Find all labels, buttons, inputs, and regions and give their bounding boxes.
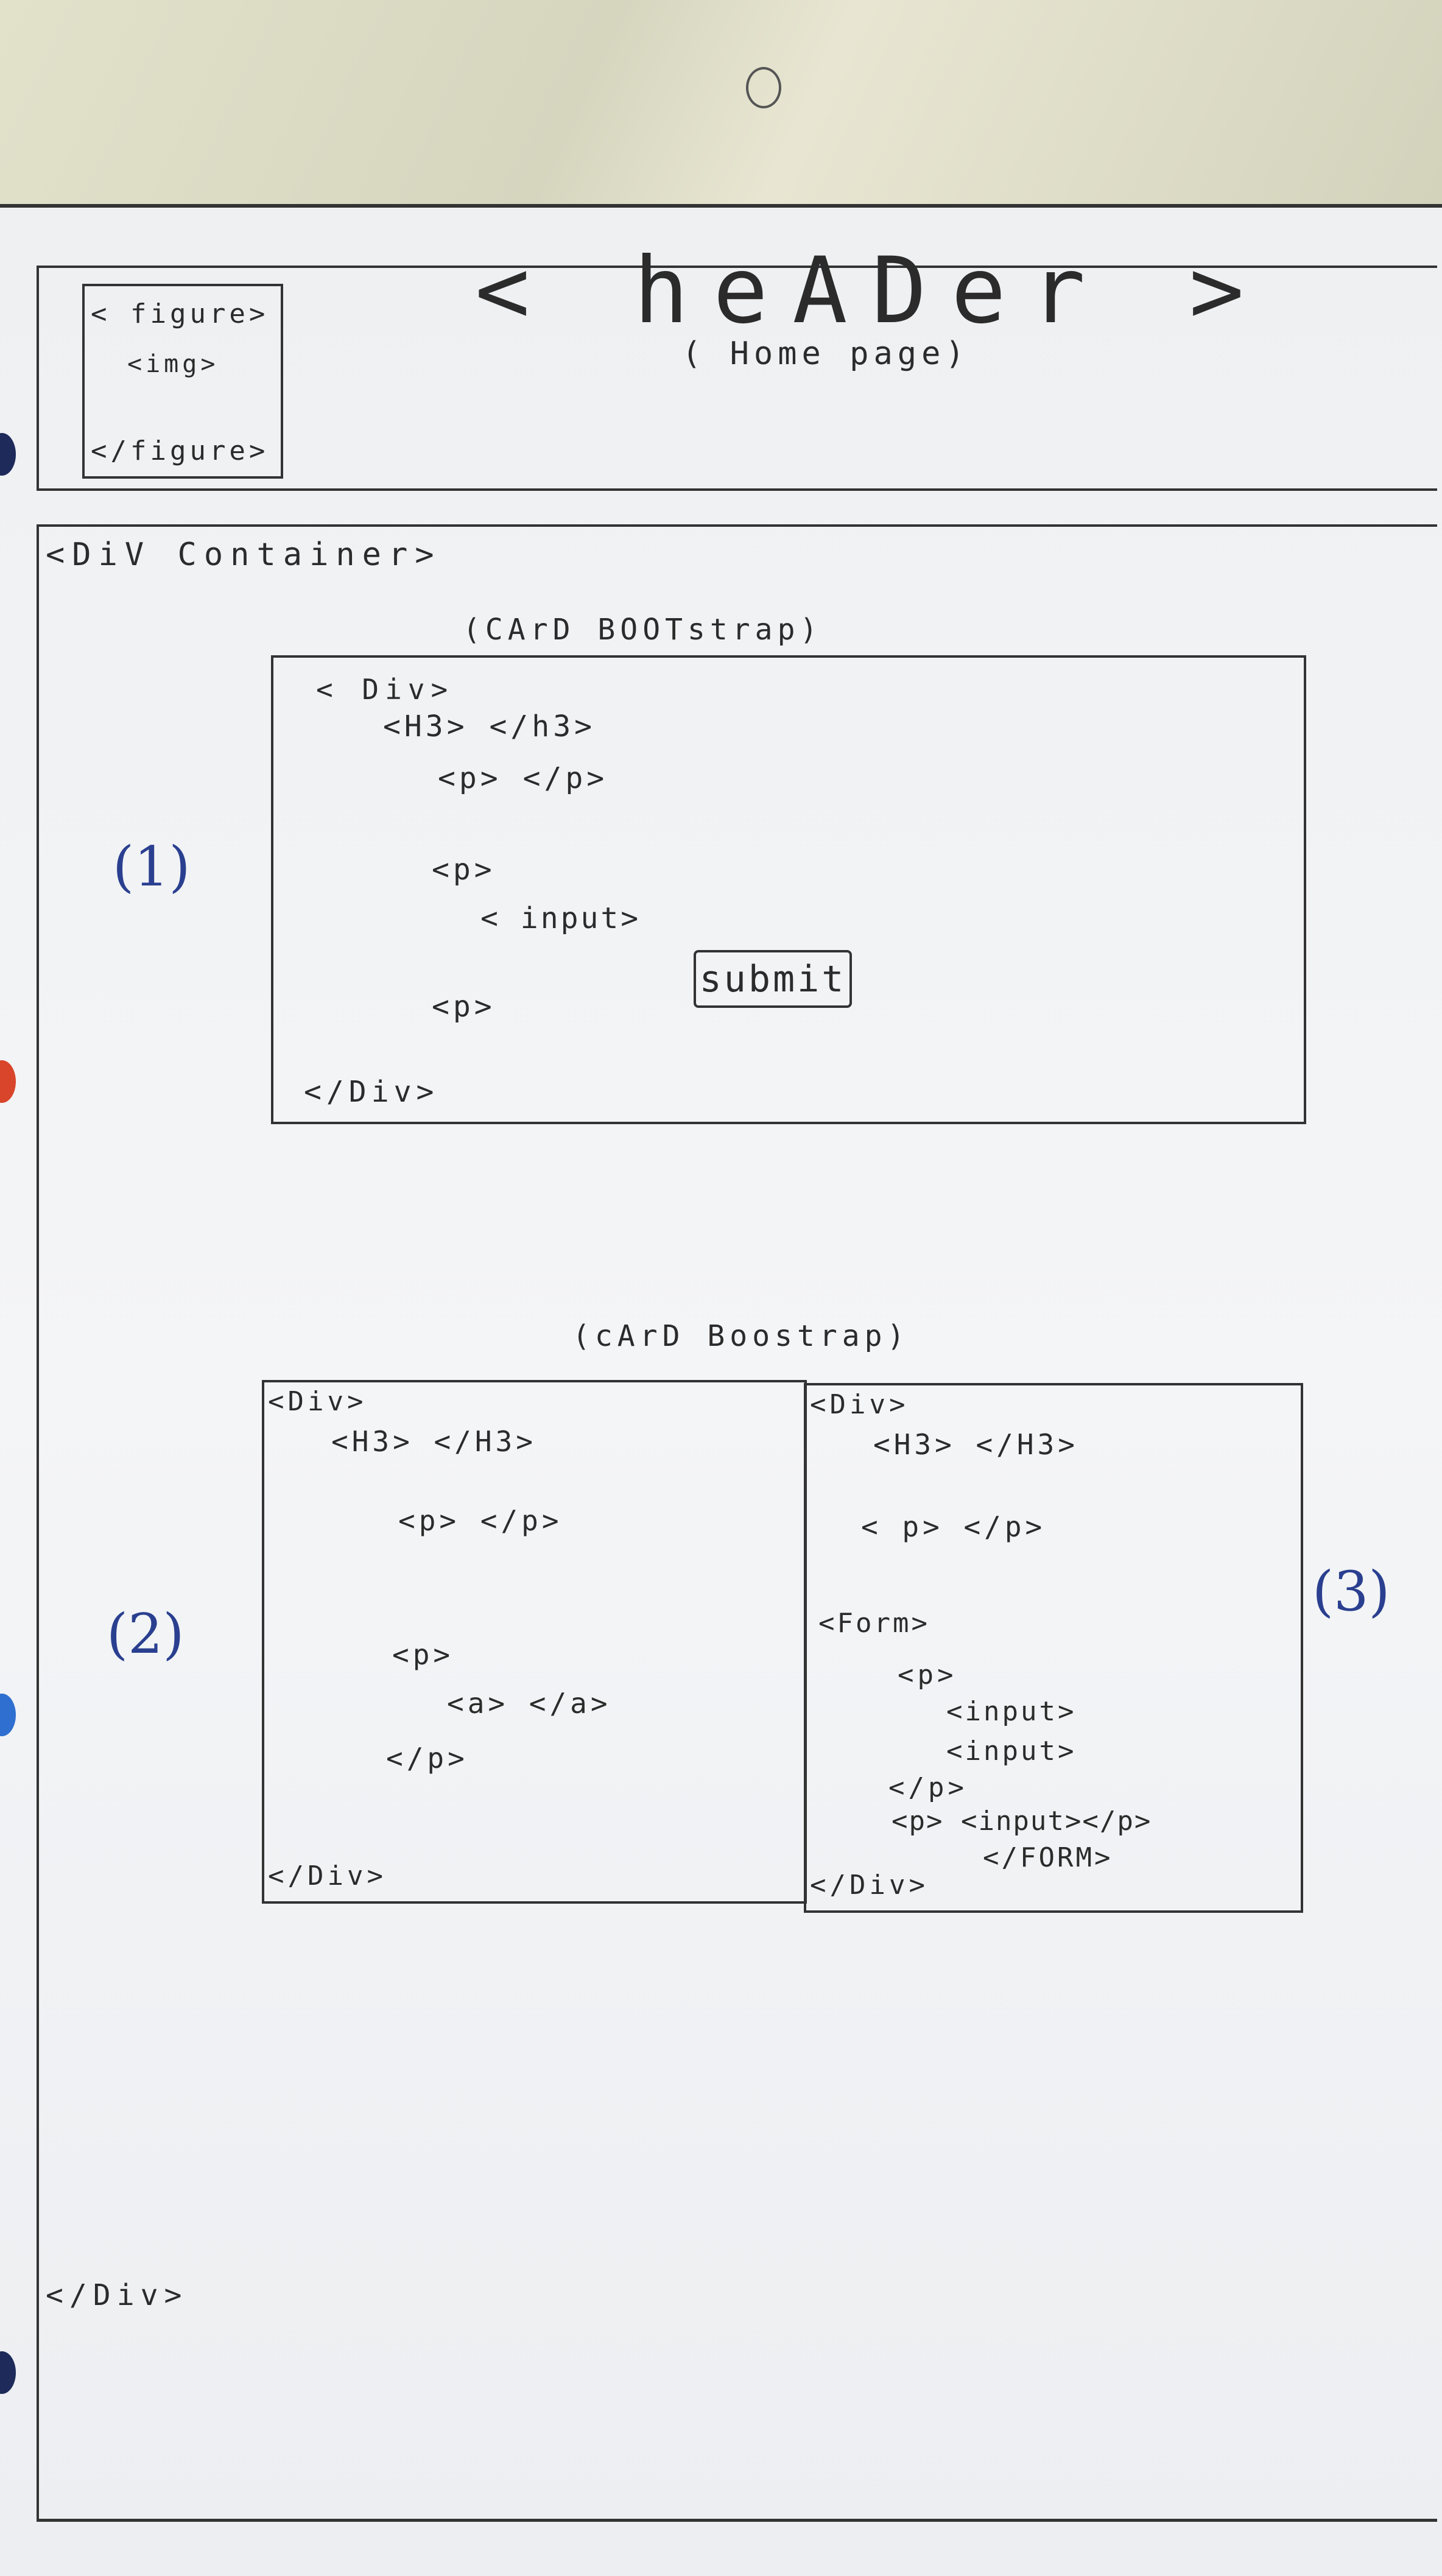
card3-form-close: </FORM>: [983, 1842, 1113, 1873]
card3-p1: < p> </p>: [861, 1510, 1046, 1543]
img-tag: <img>: [127, 350, 219, 378]
sketch-paper: < figure> <img> </figure> < heADer > ( H…: [0, 204, 1442, 2576]
card1-caption: (CArD BOOTstrap): [463, 613, 823, 647]
card1-p2-open: <p>: [432, 853, 496, 887]
card3-div-open: <Div>: [810, 1389, 909, 1420]
card1-input-tag: < input>: [480, 901, 641, 935]
cards23-caption: (cArD Boostrap): [572, 1319, 910, 1353]
card3-form-open: <Form>: [818, 1608, 930, 1639]
card2-div-open: <Div>: [268, 1386, 367, 1417]
card1-div-open: < Div>: [316, 673, 454, 706]
card3-number: (3): [1312, 1560, 1390, 1624]
card2-p1: <p> </p>: [398, 1504, 563, 1537]
figure-close-tag: </figure>: [91, 435, 269, 466]
card3-p-open: <p>: [898, 1659, 957, 1691]
card2-div-close: </Div>: [268, 1860, 387, 1892]
card3-p-input: <p> <input></p>: [892, 1806, 1152, 1837]
card3-div-close: </Div>: [810, 1870, 929, 1901]
card1-p1: <p> </p>: [438, 761, 608, 795]
card2-h3: <H3> </H3>: [331, 1425, 536, 1458]
binder-hole: [0, 433, 16, 476]
binder-hole: [0, 2351, 16, 2394]
container-close-tag: </Div>: [46, 2278, 188, 2312]
card2-number: (2): [107, 1602, 185, 1666]
surface-mark: [746, 67, 781, 108]
header-subtitle: ( Home page): [682, 336, 969, 372]
card3-box: <Div> <H3> </H3> < p> </p> <Form> <p> <i…: [804, 1383, 1303, 1913]
binder-hole-red: [0, 1060, 16, 1103]
card2-p2-close: </p>: [386, 1742, 468, 1775]
card2-p2-open: <p>: [392, 1638, 454, 1671]
paper-bottom-line: [37, 2519, 1437, 2521]
card1-div-close: </Div>: [304, 1075, 439, 1109]
card1-box: < Div> <H3> </h3> <p> </p> <p> < input> …: [271, 655, 1306, 1124]
submit-button[interactable]: submit: [694, 950, 852, 1008]
card3-p-close: </p>: [888, 1772, 968, 1803]
binder-hole-blue: [0, 1694, 16, 1736]
card2-box: <Div> <H3> </H3> <p> </p> <p> <a> </a> <…: [262, 1380, 807, 1904]
card3-input1: <input>: [946, 1696, 1077, 1727]
card1-h3: <H3> </h3>: [383, 709, 596, 744]
figure-open-tag: < figure>: [91, 298, 269, 329]
card1-p2-close: <p>: [432, 990, 496, 1024]
figure-box: < figure> <img> </figure>: [82, 284, 283, 479]
header-title: < heADer >: [475, 238, 1269, 344]
card2-a-tag: <a> </a>: [447, 1687, 611, 1720]
header-box: [37, 266, 1437, 491]
card1-number: (1): [113, 835, 191, 899]
container-open-tag: <DiV Container>: [46, 537, 441, 573]
card3-h3: <H3> </H3>: [873, 1428, 1078, 1461]
card3-input2: <input>: [946, 1736, 1077, 1767]
